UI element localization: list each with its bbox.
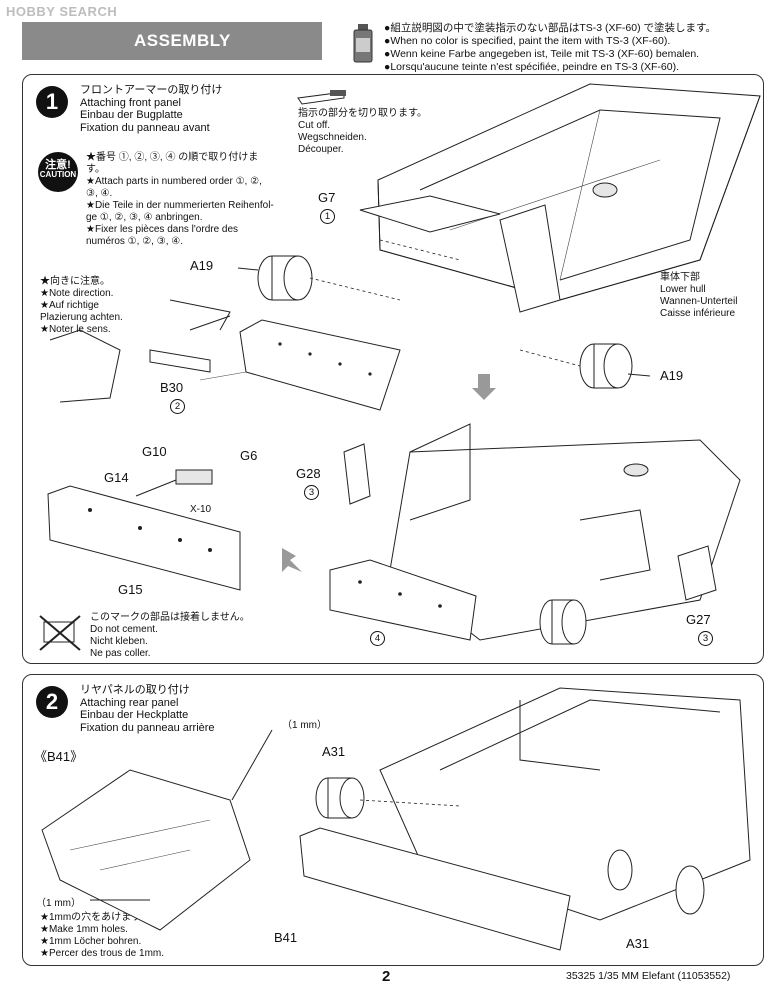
caution-badge: 注意! CAUTION (38, 152, 78, 192)
order-badge: 3 (304, 485, 319, 500)
label-a31-top: A31 (322, 744, 346, 759)
order-badge: 1 (320, 209, 335, 224)
paint-notes: ●組立説明図の中で塗装指示のない部品はTS-3 (XF-60) で塗装します。 … (384, 22, 716, 74)
lower-hull-de: Wannen-Unterteil (660, 296, 738, 307)
instruction-line: ge ①, ②, ③, ④ anbringen. (86, 212, 203, 223)
instruction-line: numéros ①, ②, ③, ④. (86, 236, 183, 247)
instruction-line: ③, ④. (86, 188, 113, 199)
step1-title: フロントアーマーの取り付け Attaching front panel Einb… (80, 84, 222, 134)
label-x10: X-10 (190, 504, 212, 515)
note-direction: ★向きに注意。 ★Note direction. ★Auf richtige P… (40, 276, 123, 336)
cut-off-note: 指示の部分を切り取ります。 Cut off. Wegschneiden. Déc… (298, 108, 427, 156)
instruction-line: ★Attach parts in numbered order ①, ②, (86, 176, 262, 187)
cut-off-jp: 指示の部分を切り取ります。 (298, 108, 427, 119)
label-g28: G28 (296, 466, 321, 481)
lower-hull-jp: 車体下部 (660, 272, 700, 283)
step2-title-en: Attaching rear panel (80, 696, 179, 709)
lower-hull-fr: Caisse inférieure (660, 308, 736, 319)
assembly-title: ASSEMBLY (134, 31, 231, 50)
cut-off-fr: Découper. (298, 144, 344, 155)
label-g6: G6 (240, 448, 258, 463)
holes-en: ★Make 1mm holes. (40, 924, 128, 935)
holes-note: ★1mmの穴をあけます。 ★Make 1mm holes. ★1mm Löche… (40, 912, 164, 960)
mm-top: （1 mm） (282, 720, 327, 731)
step1-title-jp: フロントアーマーの取り付け (80, 84, 223, 96)
label-a19-left: A19 (190, 258, 214, 273)
order-instructions: ★番号 ①, ②, ③, ④ の順で取り付けます。 ★Attach parts … (86, 152, 276, 248)
label-b41-detail: 《B41》 (34, 749, 84, 764)
instruction-line: ★番号 ①, ②, ③, ④ の順で取り付けます。 (86, 152, 259, 175)
step2-number: 2 (36, 686, 68, 718)
label-b30: B30 (160, 380, 184, 395)
step2-title-fr: Fixation du panneau arrière (80, 721, 215, 734)
order-badge: 2 (170, 399, 185, 414)
step2-title-de: Einbau der Heckplatte (80, 709, 189, 721)
do-not-cement-de: Nicht kleben. (90, 636, 148, 647)
step1-panel (22, 74, 764, 664)
page-number: 2 (382, 968, 391, 985)
label-g7: G7 (318, 190, 336, 205)
label-g14: G14 (104, 470, 129, 485)
note-line: ★Note direction. (40, 288, 114, 299)
paint-can-icon (352, 24, 374, 64)
mm-bottom: （1 mm） (36, 898, 81, 909)
holes-fr: ★Percer des trous de 1mm. (40, 948, 165, 959)
step1-title-en: Attaching front panel (80, 96, 181, 109)
order-badge: 3 (698, 631, 713, 646)
caution-en: CAUTION (39, 170, 77, 179)
cut-off-en: Cut off. (298, 120, 331, 131)
label-g10: G10 (142, 444, 167, 459)
instruction-line: ★Die Teile in der nummerierten Reihenfol… (86, 200, 274, 211)
paint-note: ●When no color is specified, paint the i… (384, 35, 671, 47)
do-not-cement-note: このマークの部品は接着しません。 Do not cement. Nicht kl… (90, 612, 250, 660)
paint-note: ●Lorsqu'aucune teinte n'est spécifiée, p… (384, 61, 679, 73)
paint-note: ●組立説明図の中で塗装指示のない部品はTS-3 (XF-60) で塗装します。 (384, 22, 716, 34)
watermark-hobby-search: HOBBY SEARCH (6, 4, 118, 19)
cut-off-de: Wegschneiden. (298, 132, 367, 143)
step2-title: リヤパネルの取り付け Attaching rear panel Einbau d… (80, 684, 215, 734)
do-not-cement-en: Do not cement. (90, 624, 158, 635)
caution-jp: 注意! (45, 159, 71, 171)
step1-number: 1 (36, 86, 68, 118)
step2-panel (22, 674, 764, 966)
label-b41: B41 (274, 930, 298, 945)
step2-title-jp: リヤパネルの取り付け (80, 684, 190, 696)
label-g27: G27 (686, 612, 711, 627)
do-not-cement-jp: このマークの部品は接着しません。 (90, 612, 250, 623)
note-line: Plazierung achten. (40, 312, 123, 323)
step1-title-fr: Fixation du panneau avant (80, 121, 210, 134)
note-line: ★Noter le sens. (40, 324, 111, 335)
do-not-cement-fr: Ne pas coller. (90, 648, 151, 659)
label-g15: G15 (118, 582, 143, 597)
product-code: 35325 1/35 MM Elefant (11053552) (566, 970, 731, 982)
note-line: ★向きに注意。 (40, 276, 110, 287)
label-a19-right: A19 (660, 368, 684, 383)
watermark-moxingfans: MOXINGFANS.COM (643, 848, 747, 860)
order-badge: 4 (370, 631, 385, 646)
assembly-header: ASSEMBLY (22, 22, 322, 60)
paint-note: ●Wenn keine Farbe angegeben ist, Teile m… (384, 48, 700, 60)
note-line: ★Auf richtige (40, 300, 99, 311)
label-a31-bottom: A31 (626, 936, 650, 951)
lower-hull-label: 車体下部 Lower hull Wannen-Unterteil Caisse … (660, 272, 737, 320)
instruction-line: ★Fixer les pièces dans l'ordre des (86, 224, 239, 235)
holes-de: ★1mm Löcher bohren. (40, 936, 142, 947)
step1-title-de: Einbau der Bugplatte (80, 109, 183, 121)
holes-jp: ★1mmの穴をあけます。 (40, 912, 151, 923)
lower-hull-en: Lower hull (660, 284, 706, 295)
